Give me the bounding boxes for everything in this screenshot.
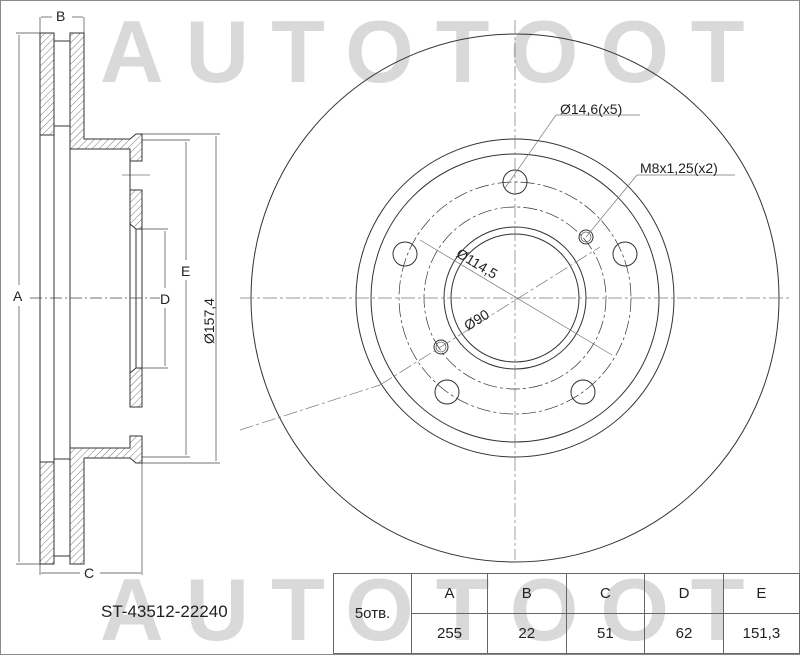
dim-label-a: A — [13, 288, 23, 304]
threaded-holes-label: M8x1,25(x2) — [640, 160, 718, 176]
value-d: 62 — [644, 613, 724, 654]
value-e: 151,3 — [722, 613, 800, 654]
value-c: 51 — [565, 613, 646, 654]
dim-label-c: C — [84, 565, 95, 581]
holes-count-cell: 5отв. — [332, 573, 413, 654]
value-b: 22 — [486, 613, 567, 654]
header-e: E — [722, 573, 800, 614]
side-dimensions — [16, 16, 220, 575]
dim-label-e: E — [181, 263, 191, 279]
value-a: 255 — [411, 613, 488, 654]
header-d: D — [644, 573, 724, 614]
dim-label-b: B — [56, 8, 66, 24]
front-centerlines — [239, 20, 792, 560]
side-section-view — [39, 32, 150, 565]
spec-table: 5отв. A B C D E 255 22 51 62 151,3 — [332, 573, 800, 654]
dim-label-flange-diameter: Ø157,4 — [201, 298, 217, 344]
bolt-holes-label: Ø14,6(x5) — [560, 101, 623, 117]
header-c: C — [565, 573, 646, 614]
part-number: ST-43512-22240 — [101, 602, 228, 621]
header-b: B — [486, 573, 567, 614]
watermark-top: AUTOTOOT — [100, 2, 767, 101]
dim-label-d: D — [160, 291, 171, 307]
header-a: A — [411, 573, 488, 614]
